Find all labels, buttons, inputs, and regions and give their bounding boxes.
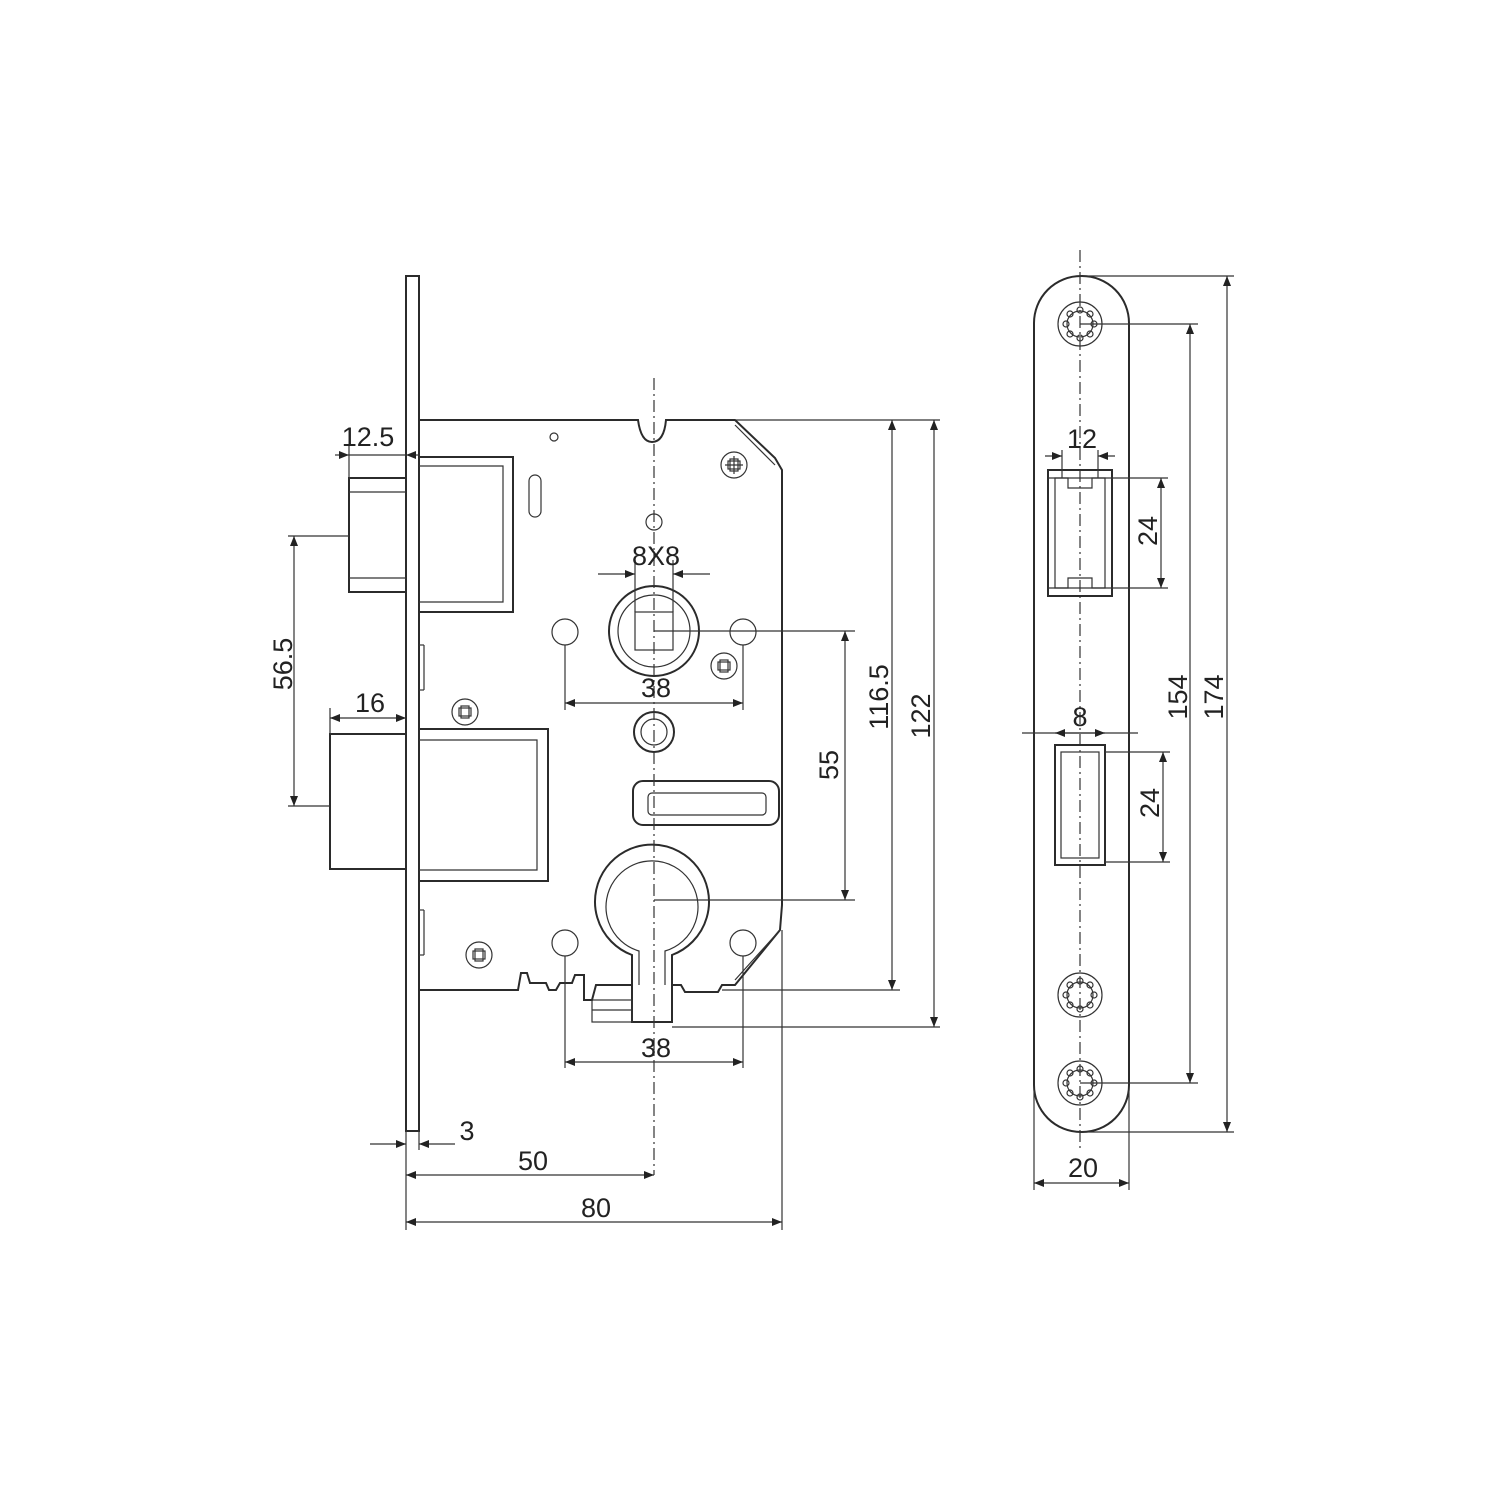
case-foot bbox=[591, 999, 633, 1023]
dim-strike-width: 20 bbox=[1068, 1153, 1098, 1183]
strike-dimensions: 12 24 8 24 154 174 20 bbox=[1022, 275, 1234, 1190]
fixing-hole-right-upper bbox=[729, 618, 757, 646]
screw-icon bbox=[720, 451, 748, 479]
oblong-slot bbox=[528, 474, 542, 518]
dim-case-height-total: 122 bbox=[906, 693, 936, 738]
fixing-hole-left-lower bbox=[551, 929, 579, 957]
dim-bolt-depth: 16 bbox=[355, 688, 385, 718]
dim-case-width: 80 bbox=[581, 1193, 611, 1223]
dim-latch-depth: 12.5 bbox=[342, 422, 395, 452]
dim-handle-to-cylinder: 55 bbox=[814, 750, 844, 780]
dim-spindle: 8X8 bbox=[632, 541, 680, 571]
screw-hole-icon bbox=[1057, 972, 1103, 1018]
bolt-housing bbox=[419, 728, 549, 882]
dim-bolt-to-latch: 56.5 bbox=[268, 638, 298, 691]
dim-fixing-upper: 38 bbox=[641, 673, 671, 703]
screw-icon bbox=[465, 941, 493, 969]
strike-plate bbox=[1033, 250, 1130, 1150]
faceplate bbox=[405, 275, 420, 1132]
lock-case bbox=[419, 419, 783, 1023]
dim-faceplate-thickness: 3 bbox=[459, 1116, 474, 1146]
strike-bolt-opening bbox=[1054, 744, 1106, 866]
dim-strike-bolt-width: 8 bbox=[1072, 702, 1087, 732]
dim-strike-length: 174 bbox=[1199, 674, 1229, 719]
mortise-lock bbox=[329, 275, 783, 1175]
dim-strike-bolt-height: 24 bbox=[1135, 788, 1165, 818]
case-chamfer-line-lower bbox=[734, 929, 781, 981]
screw-icon bbox=[451, 698, 479, 726]
cylinder-cutout bbox=[594, 843, 710, 985]
dim-backset: 50 bbox=[518, 1146, 548, 1176]
screw-icon bbox=[710, 652, 738, 680]
horizontal-slot bbox=[632, 780, 780, 826]
dim-case-height: 116.5 bbox=[864, 664, 894, 730]
mortise-dimensions: 12.5 56.5 16 8X8 38 55 116.5 bbox=[268, 419, 940, 1230]
dim-strike-latch-width: 12 bbox=[1067, 424, 1097, 454]
case-chamfer-line bbox=[734, 424, 776, 466]
dim-strike-latch-height: 24 bbox=[1133, 516, 1163, 546]
fixing-hole-right-lower bbox=[729, 929, 757, 957]
dead-bolt bbox=[329, 733, 407, 870]
small-hole bbox=[549, 432, 559, 442]
dim-fixing-lower: 38 bbox=[641, 1033, 671, 1063]
fixing-hole-left-upper bbox=[551, 618, 579, 646]
strike-latch-opening bbox=[1047, 469, 1113, 597]
dim-strike-hole-spacing: 154 bbox=[1163, 674, 1193, 719]
latch-housing bbox=[419, 456, 514, 613]
latch-bolt bbox=[348, 477, 407, 593]
